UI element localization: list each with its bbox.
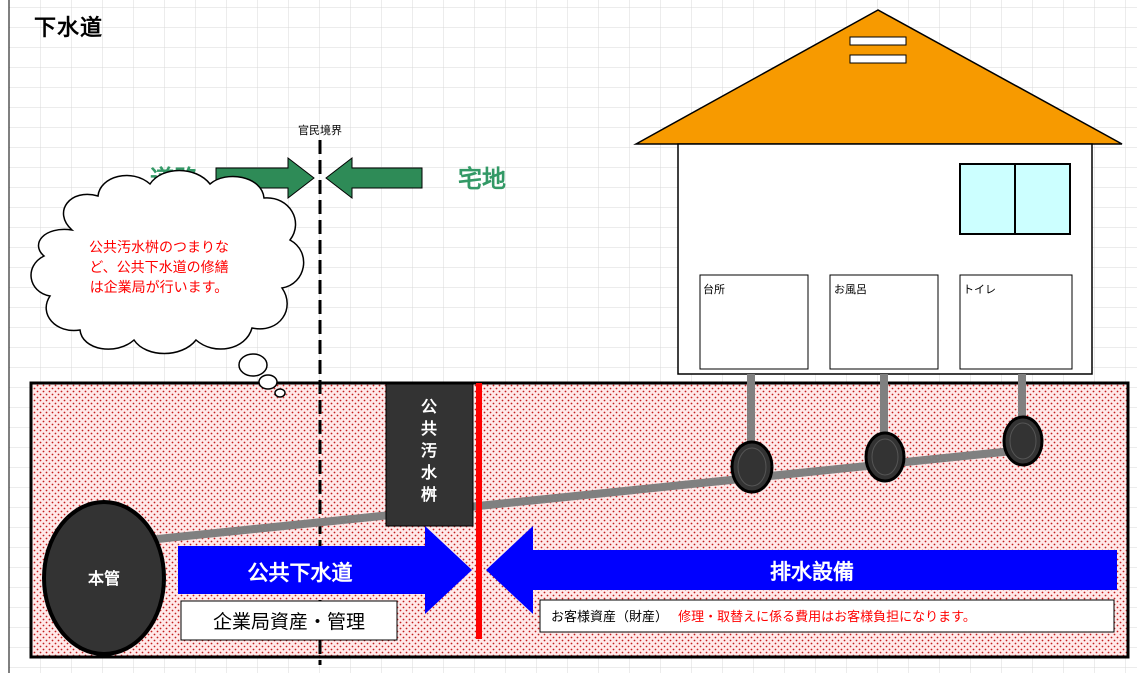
public-manhole-char: 公 [421,397,437,416]
public-manhole-char: 水 [421,463,438,482]
cloud-note-line-2: ど、公共下水道の修繕 [89,260,228,276]
room-bath [829,274,939,370]
customer-asset-text: お客様資産（財産） 修理・取替えに係る費用はお客様負担になります。 [551,609,976,625]
bureau-asset-label: 企業局資産・管理 [213,611,365,633]
cloud-note-line-1: 公共汚水桝のつまりな [89,240,229,256]
main-pipe [42,500,166,656]
thought-cloud: 公共汚水桝のつまりな ど、公共下水道の修繕 は企業局が行います。 [30,169,305,398]
main-drain-pipe [118,446,1023,547]
customer-asset-label: お客様資産（財産） [551,609,668,625]
cloud-note-line-3: は企業局が行います。 [90,279,229,296]
room-kitchen [699,274,809,370]
public-manhole-char: 共 [421,419,437,438]
public-sewer-arrow [178,526,472,614]
public-manhole-char: 桝 [421,485,437,504]
bureau-asset-box [180,600,398,641]
house: 台所 お風呂 トイレ [633,9,1123,375]
page-title: 下水道 [34,16,104,41]
roof-vent-top [849,36,907,46]
public-sewer-label: 公共下水道 [248,561,353,585]
pipes [118,374,1026,547]
residential-label: 宅地 [458,165,506,193]
customer-cost-note: 修理・取替えに係る費用はお客様負担になります。 [678,609,976,625]
roof-vent-bottom [849,54,907,64]
drainage-arrow [486,526,1117,614]
public-manhole-label: 公共汚水桝 [421,397,438,504]
drainage-label: 排水設備 [770,560,854,584]
drop-pipe-bath [880,374,888,444]
residential-arrow [325,156,423,200]
room-kitchen-label: 台所 [703,282,725,296]
main-pipe-label: 本管 [88,569,120,588]
boundary-label: 官民境界 [298,123,342,137]
public-manhole-char: 汚 [421,441,437,460]
drop-pipe-toilet [1018,374,1026,430]
ownership-boundary [476,383,482,639]
public-manhole [385,383,474,527]
drop-pipe-kitchen [747,374,755,454]
customer-asset-box [539,599,1115,633]
room-bath-label: お風呂 [834,283,867,296]
room-toilet [959,274,1073,370]
room-toilet-label: トイレ [963,283,996,296]
